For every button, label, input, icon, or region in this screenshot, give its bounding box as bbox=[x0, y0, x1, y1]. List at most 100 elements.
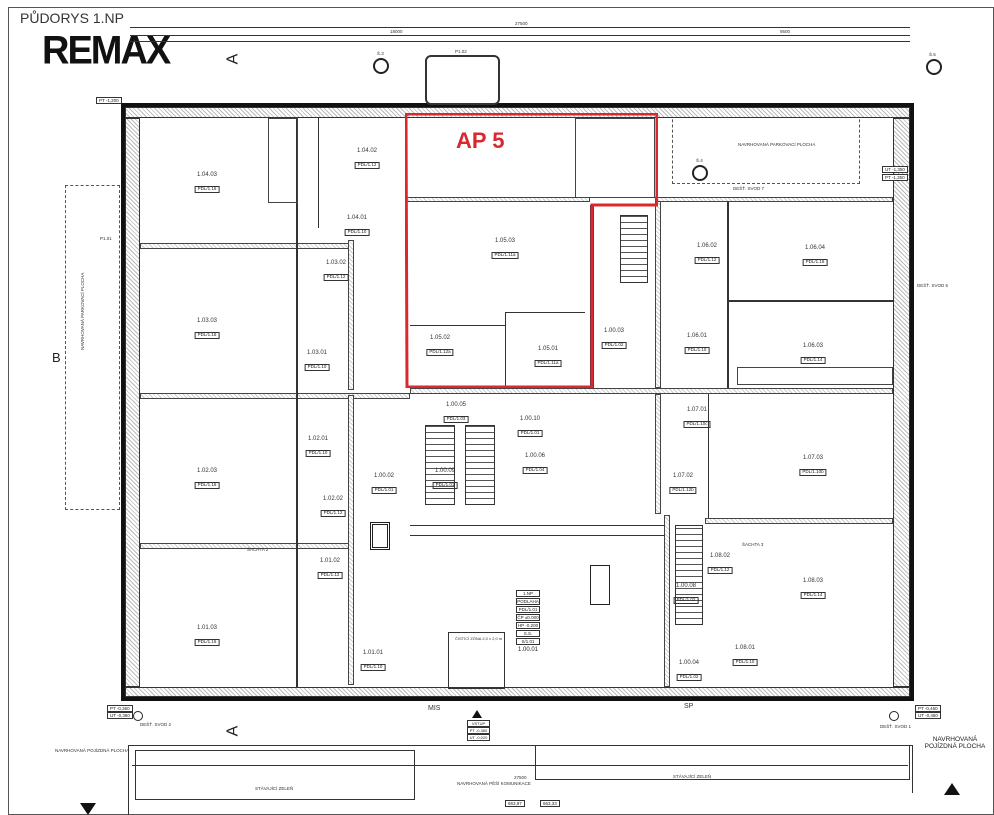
room-code: 1.07.01 bbox=[686, 407, 708, 413]
room-tag: PDL/1.12 bbox=[707, 567, 733, 574]
level-box: PT -0,360 bbox=[107, 705, 133, 712]
wall bbox=[893, 118, 910, 687]
room-code: 1.00.04 bbox=[678, 660, 700, 666]
room-code: 1.00.09 bbox=[434, 468, 456, 474]
parking-area-left bbox=[65, 185, 120, 510]
room-tag: PDL/1.12 bbox=[354, 162, 380, 169]
wall bbox=[705, 518, 893, 524]
room-tag: PDL/1.11a bbox=[491, 252, 519, 259]
room-code: 1.04.01 bbox=[346, 215, 368, 221]
room-tag: PDL/1.16 bbox=[194, 639, 220, 646]
well-icon bbox=[926, 59, 942, 75]
entrance-pt: PT -0,380 bbox=[467, 727, 490, 734]
s4-label: Š.4 bbox=[696, 158, 703, 163]
entrance-ut: UT -0,020 bbox=[467, 734, 490, 741]
room-code: 1.02.02 bbox=[322, 496, 344, 502]
parking-left-label: NAVRHOVANÁ PARKOVACÍ PLOCHA bbox=[80, 272, 85, 350]
staircase bbox=[675, 525, 703, 625]
dim-left: 18000 bbox=[390, 29, 403, 34]
parking-top-label: NAVRHOVANÁ PARKOVACÍ PLOCHA bbox=[738, 142, 816, 147]
wall bbox=[140, 393, 410, 399]
wall bbox=[727, 300, 893, 302]
room-code: 1.08.02 bbox=[709, 553, 731, 559]
room-code: 1.03.03 bbox=[196, 318, 218, 324]
section-arrow-icon bbox=[944, 783, 960, 795]
s5-label: Š.5 bbox=[929, 52, 936, 57]
dimension-line bbox=[130, 27, 910, 28]
room-code: 1.00.03 bbox=[603, 328, 625, 334]
corridor-line bbox=[410, 535, 665, 536]
staircase bbox=[425, 425, 455, 505]
room-code: 1.05.01 bbox=[537, 346, 559, 352]
kitchen-counter bbox=[575, 118, 655, 198]
boundary-line bbox=[128, 745, 912, 746]
shaft bbox=[590, 565, 610, 605]
kitchen-counter bbox=[268, 118, 298, 203]
room-code: 1.06.04 bbox=[804, 245, 826, 251]
wall bbox=[655, 197, 893, 202]
drive-right-label: NAVRHOVANÁ POJÍZDNÁ PLOCHA bbox=[924, 736, 986, 751]
wall bbox=[318, 118, 319, 228]
wall bbox=[296, 118, 298, 688]
room-tag: PDL/1.12 bbox=[317, 572, 343, 579]
room-tag: PDL/1.02 bbox=[676, 674, 702, 681]
legend-row: PDL/1.01 bbox=[516, 606, 540, 613]
wall bbox=[505, 312, 506, 387]
drain-icon bbox=[889, 711, 899, 721]
level-box: PT -0,450 bbox=[915, 705, 941, 712]
room-tag: PDL/1.01 bbox=[432, 482, 458, 489]
level-box: 663,97 bbox=[505, 800, 525, 807]
wall bbox=[140, 243, 350, 249]
room-tag: PDL/1.11a bbox=[534, 360, 562, 367]
room-tag: PDL/1.01 bbox=[371, 487, 397, 494]
room-tag: PDL/1.12 bbox=[694, 257, 720, 264]
wall bbox=[125, 687, 910, 697]
entrance-legend: 1.NP PODLAHA PDL/1.01 ČP ±0.000 HP -0.20… bbox=[516, 590, 540, 653]
green-left-label: STÁVAJÍCÍ ZELEŇ bbox=[255, 786, 294, 791]
room-tag: PDL/1.02 bbox=[601, 342, 627, 349]
well-icon bbox=[692, 165, 708, 181]
room-tag: PDL/1.02 bbox=[673, 597, 699, 604]
room-tag: PDL/1.10 bbox=[344, 229, 370, 236]
spiral-staircase bbox=[620, 215, 648, 283]
drain7-label: DEŠŤ. SVOD 7 bbox=[733, 186, 765, 191]
room-tag: PDL/1.12a bbox=[426, 349, 454, 356]
room-code: 1.07.03 bbox=[802, 455, 824, 461]
room-code: 1.00.05 bbox=[445, 402, 467, 408]
staircase bbox=[465, 425, 495, 505]
level-box: UT -1,350 bbox=[882, 166, 908, 173]
room-code: 1.06.02 bbox=[696, 243, 718, 249]
section-b-marker: B bbox=[52, 350, 61, 365]
dimension-line bbox=[132, 765, 908, 766]
room-tag: PDL/1.16 bbox=[194, 482, 220, 489]
dim-bottom-total: 27500 bbox=[514, 775, 527, 780]
wall bbox=[405, 197, 590, 202]
sp-label: SP bbox=[684, 703, 694, 710]
legend-row: PODLAHA bbox=[516, 598, 540, 605]
remax-logo: REMAX bbox=[42, 28, 171, 74]
wall bbox=[727, 200, 729, 388]
wall bbox=[410, 388, 893, 394]
shaft3-label: ŠACHTA 3 bbox=[742, 542, 764, 547]
wall bbox=[505, 312, 585, 313]
wall bbox=[655, 394, 661, 514]
room-tag: PDL/1.10b bbox=[799, 469, 827, 476]
dimension-line bbox=[130, 41, 910, 42]
cleaning-zone bbox=[448, 632, 505, 689]
dim-total: 27500 bbox=[515, 21, 528, 26]
